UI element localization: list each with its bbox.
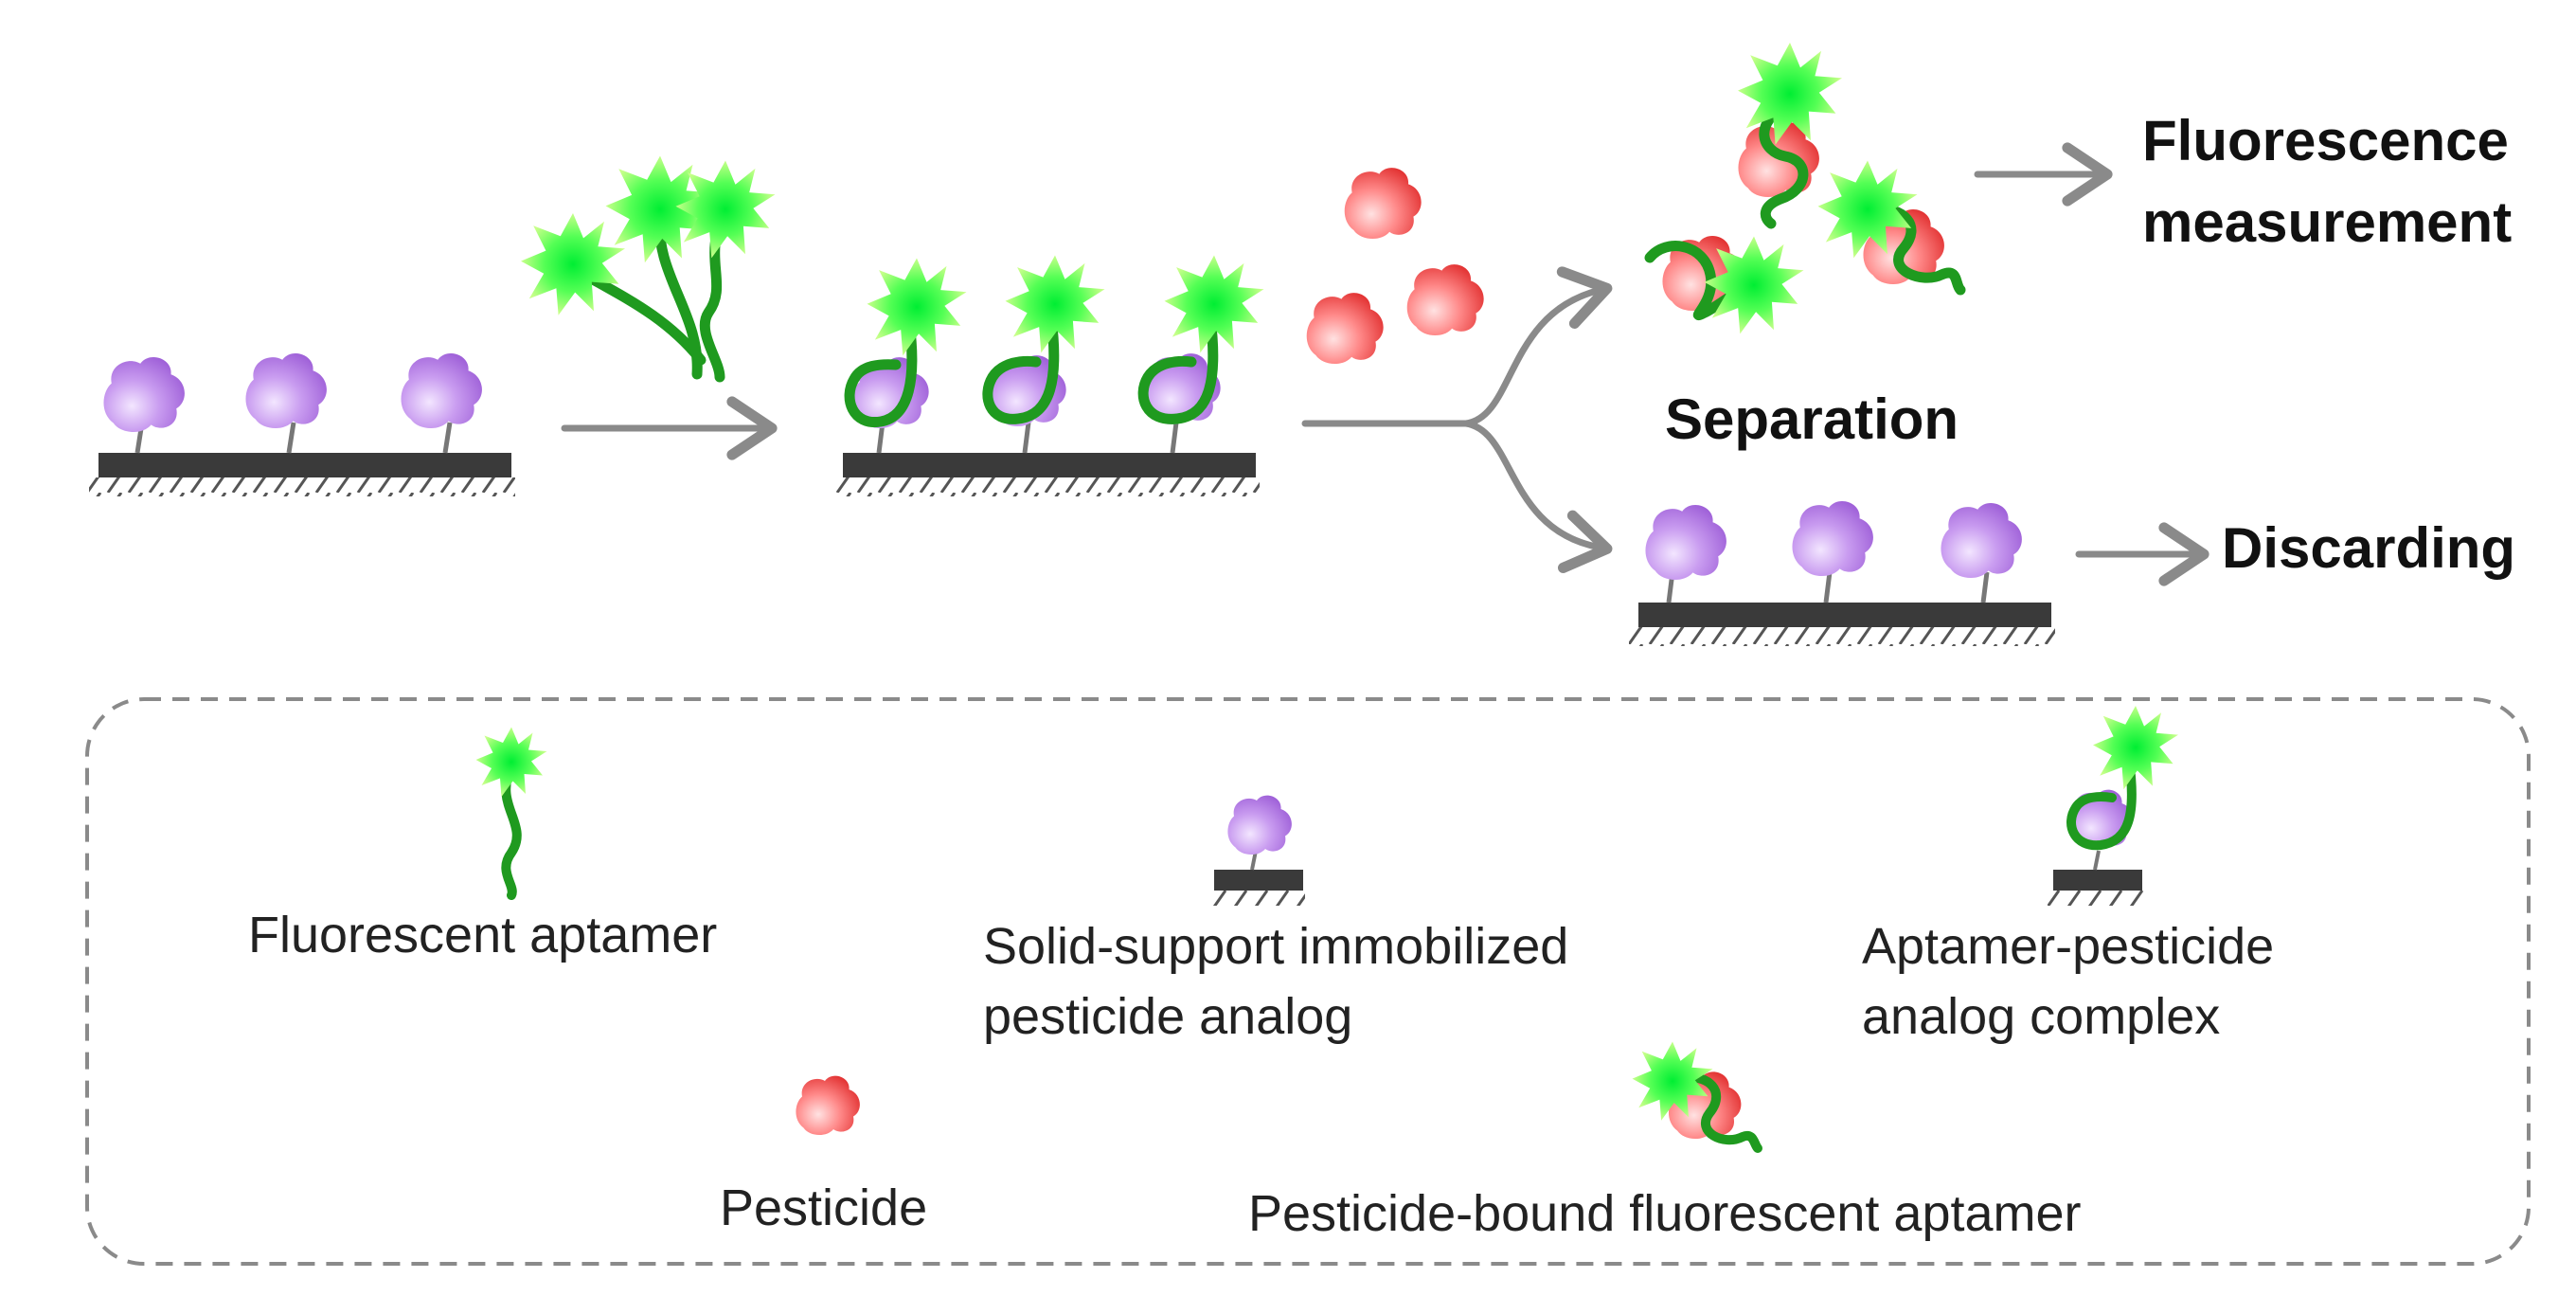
- label-discarding: Discarding: [2222, 516, 2516, 580]
- legend-complex-icon: [2048, 706, 2178, 906]
- complex-1: [844, 258, 967, 454]
- analog-3: [401, 353, 482, 454]
- pesticide-bound-aptamers: [1644, 43, 1966, 334]
- legend-immobilized-analog-icon: [1208, 795, 1305, 906]
- label-fluorescence-measurement: Fluorescence measurement: [2142, 109, 2513, 254]
- step2-complex-substrate: [833, 255, 1264, 496]
- complex-3: [1137, 255, 1264, 454]
- free-pesticides: [1306, 168, 1484, 365]
- legend-label-pesticide: Pesticide: [720, 1179, 928, 1236]
- step1-immobilized-substrate: [89, 353, 515, 496]
- step3-discard-substrate: [1629, 501, 2055, 646]
- complex-2: [982, 255, 1105, 454]
- legend-label-immobilized-analog: Solid-support immobilized pesticide anal…: [983, 918, 1569, 1045]
- legend-label-complex: Aptamer-pesticide analog complex: [1862, 918, 2275, 1045]
- legend-bound-aptamer-icon: [1632, 1041, 1762, 1153]
- legend-label-bound-aptamer: Pesticide-bound fluorescent aptamer: [1248, 1185, 2082, 1242]
- legend-box: [85, 697, 2531, 1266]
- flow-arrows: [561, 142, 2209, 586]
- analog-2: [245, 353, 327, 454]
- analog-1: [103, 357, 185, 454]
- legend-pesticide-icon: [796, 1075, 860, 1136]
- legend-label-fluorescent-aptamer: Fluorescent aptamer: [248, 907, 718, 963]
- label-separation: Separation: [1665, 387, 1959, 451]
- arrow-split-down: [1462, 420, 1613, 573]
- free-fluorescent-aptamers: [521, 155, 776, 383]
- arrow-split-up: [1462, 266, 1613, 427]
- legend-fluorescent-aptamer-icon: [475, 727, 547, 900]
